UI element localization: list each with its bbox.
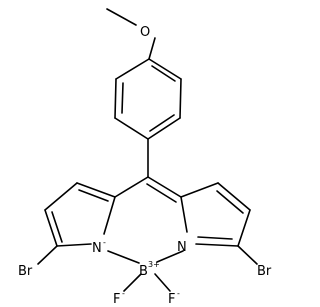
bond-left-pyrrole-1-double xyxy=(78,189,109,202)
bond-benzene-6 xyxy=(115,58,150,80)
bond-benzene-double-c xyxy=(121,82,124,114)
bond-b-f-right xyxy=(154,273,171,292)
bond-meso-right xyxy=(147,176,182,198)
bond-meso-right-double xyxy=(146,183,177,203)
bond-benzene-5 xyxy=(114,78,117,119)
bond-c-br-right xyxy=(237,245,258,265)
bond-right-pyrrole-1 xyxy=(180,182,219,198)
bond-left-pyrrole-5 xyxy=(103,196,116,235)
bond-benzene-3 xyxy=(147,117,181,140)
bromine-right-label: Br xyxy=(257,264,272,279)
bond-left-pyrrole-3 xyxy=(44,209,58,247)
bond-c-br-left xyxy=(37,245,58,265)
bond-benzene-double-b xyxy=(149,114,175,132)
bond-benzene-double-a xyxy=(151,65,176,82)
bond-benzene-2 xyxy=(179,78,182,119)
bond-right-pyrrole-4 xyxy=(195,243,239,247)
oxygen-label: O xyxy=(140,25,150,40)
fluorine-left-label: F xyxy=(113,292,120,307)
fluorine-right-label: F xyxy=(168,292,175,307)
bodipy-structure-diagram: O N - N B 3+ Br Br F - F - xyxy=(18,8,272,307)
boron-label: B xyxy=(139,264,148,279)
fluorine-left-charge: - xyxy=(122,289,125,298)
bromine-left-label: Br xyxy=(18,264,33,279)
structure-canvas: O N - N B 3+ Br Br F - F - xyxy=(18,8,272,307)
bond-n-b-right xyxy=(156,250,184,263)
bond-benzene-1 xyxy=(148,58,182,80)
bond-o-ring xyxy=(148,37,156,60)
nitrogen-left-charge: - xyxy=(103,238,106,247)
bond-right-pyrrole-4-double xyxy=(197,236,233,240)
nitrogen-right-label: N xyxy=(177,240,187,255)
bond-left-pyrrole-4 xyxy=(56,243,92,247)
bond-meso-left xyxy=(114,176,149,198)
bond-right-pyrrole-2 xyxy=(217,182,251,211)
bond-methyl-o xyxy=(106,8,137,26)
bond-right-pyrrole-5 xyxy=(180,196,188,233)
fluorine-right-charge: - xyxy=(177,289,180,298)
bond-right-pyrrole-3 xyxy=(237,209,251,247)
bond-b-f-left xyxy=(123,273,142,292)
bond-benzene-4 xyxy=(114,117,149,140)
bond-left-pyrrole-2 xyxy=(44,182,78,211)
bond-n-b-left xyxy=(107,250,140,264)
bond-right-pyrrole-2-double xyxy=(216,190,244,214)
boron-charge: 3+ xyxy=(148,260,160,269)
bond-left-pyrrole-3-double xyxy=(51,211,63,243)
bond-left-pyrrole-1 xyxy=(76,182,116,198)
nitrogen-left-label: N xyxy=(92,241,102,256)
